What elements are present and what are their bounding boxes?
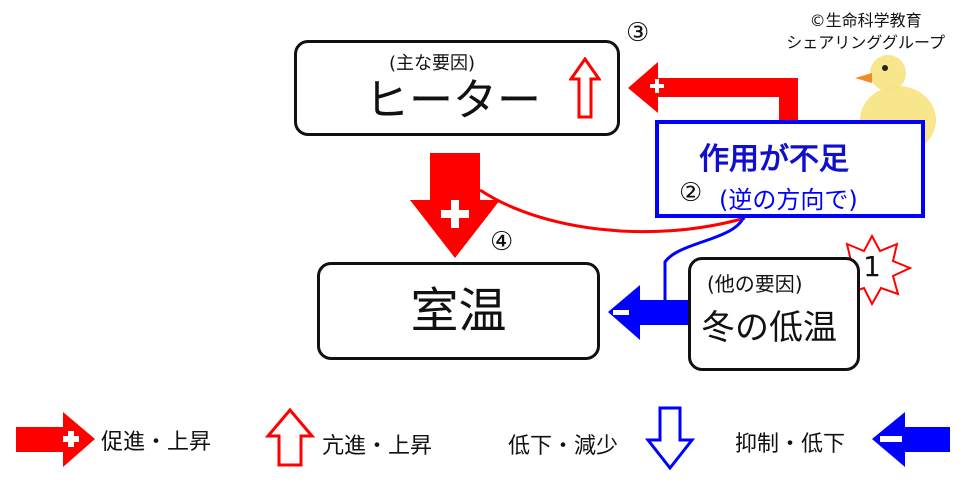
insufficient-title: 作用が不足 [699, 142, 849, 177]
winter-sub: (他の要因) [707, 272, 803, 296]
legend-inhibit-label: 抑制・低下 [735, 432, 846, 457]
legend-blue-arrow-icon [872, 412, 950, 467]
legend-down-arrow-icon [644, 406, 696, 471]
insufficient-sub: (逆の方向で) [719, 186, 858, 214]
legend-up-arrow-icon [264, 407, 316, 467]
copyright: ©生命科学教育 シェアリンググループ [786, 10, 945, 54]
heater-sub: (主な要因) [389, 53, 476, 74]
winter-label: 冬の低温 [701, 308, 837, 348]
winter-to-room-arrow [608, 285, 690, 340]
copyright-line1: ©生命科学教育 [809, 11, 922, 30]
winter-box: (他の要因) 冬の低温 [688, 257, 860, 371]
red-curve [479, 188, 746, 234]
room-step: ④ [490, 227, 514, 257]
heater-label: ヒーター [365, 75, 541, 126]
heater-feedback-arrow [628, 62, 798, 122]
copyright-line2: シェアリンググループ [786, 33, 945, 52]
legend-red-arrow-icon [16, 412, 95, 467]
insufficient-step: ② [679, 178, 703, 208]
legend-enhance-label: 亢進・上昇 [322, 434, 433, 459]
winter-step: 1 [863, 250, 881, 283]
heater-step: ③ [626, 18, 650, 48]
heater-to-room-arrow [410, 153, 500, 258]
heater-box: (主な要因) ヒーター [294, 40, 620, 136]
legend-promote-label: 促進・上昇 [101, 430, 212, 455]
legend-decrease-label: 低下・減少 [508, 434, 619, 459]
room-box: 室温 [317, 262, 600, 360]
blue-curve [663, 209, 747, 300]
room-label: 室温 [410, 283, 507, 339]
insufficient-box: 作用が不足 ② (逆の方向で) [655, 120, 925, 218]
heater-up-arrow-icon [569, 57, 601, 119]
